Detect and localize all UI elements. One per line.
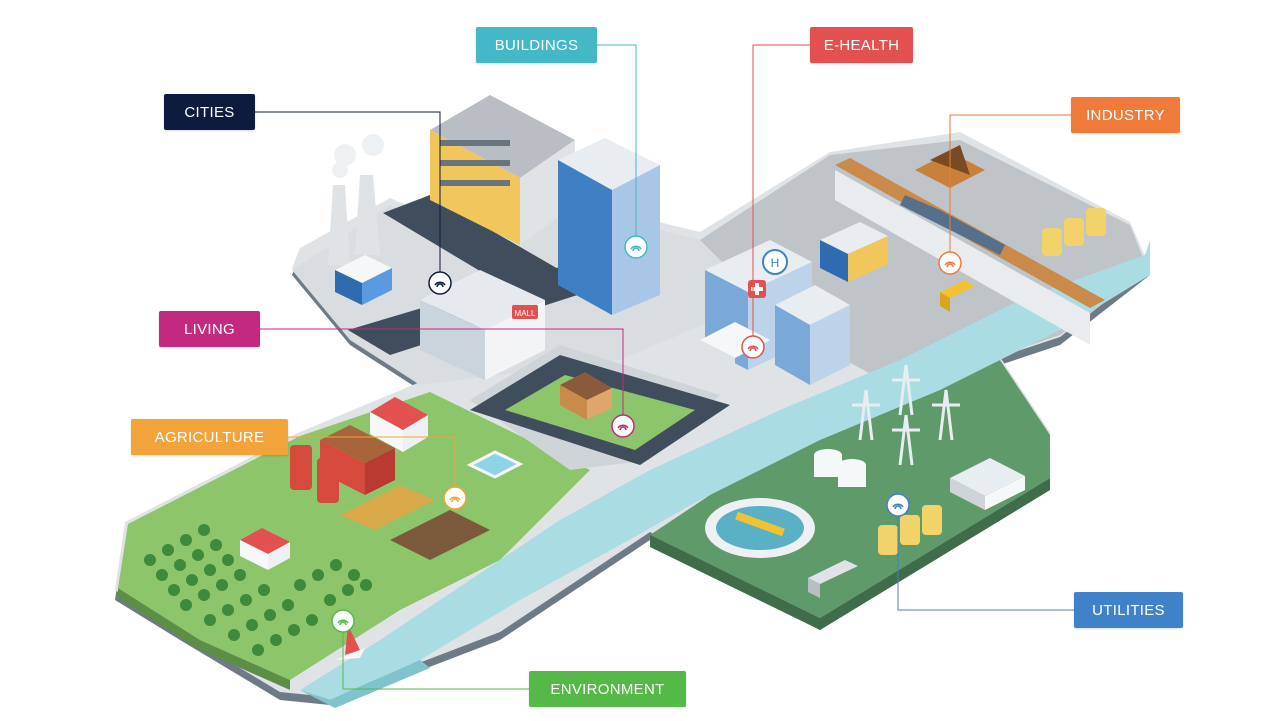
buildings-label[interactable]: BUILDINGS — [476, 27, 597, 63]
wifi-icon — [624, 235, 648, 259]
utilities-label[interactable]: UTILITIES — [1074, 592, 1183, 628]
train-bridge — [835, 158, 1105, 345]
river — [300, 240, 1150, 708]
ehealth-label[interactable]: E-HEALTH — [810, 27, 913, 63]
tanker-truck — [808, 560, 858, 598]
wifi-icon — [741, 335, 765, 359]
office-tower — [558, 138, 660, 315]
silos — [290, 445, 339, 503]
living-label[interactable]: LIVING — [159, 311, 260, 347]
wifi-icon — [443, 486, 467, 510]
wifi-icon — [938, 251, 962, 275]
connector-lines — [255, 44, 1074, 690]
utility-silos — [878, 505, 942, 555]
farmhouse — [370, 397, 428, 452]
wifi-icon — [428, 271, 452, 295]
utility-warehouse — [950, 458, 1025, 510]
truck-icon — [940, 280, 975, 312]
industry-tanks — [1042, 208, 1106, 256]
warehouse — [820, 222, 888, 282]
cities-label[interactable]: CITIES — [164, 94, 255, 130]
power-pylon-icon — [852, 389, 880, 441]
tree-icon — [144, 554, 156, 566]
pool — [466, 450, 524, 479]
wifi-icon — [611, 414, 635, 438]
industry-label[interactable]: INDUSTRY — [1071, 97, 1180, 133]
forest — [144, 524, 372, 656]
agriculture-label[interactable]: AGRICULTURE — [131, 419, 288, 455]
wifi-badges — [331, 235, 962, 633]
water-treatment — [705, 498, 815, 558]
wifi-icon — [331, 609, 355, 633]
factory-chimneys — [328, 134, 384, 265]
smart-home — [560, 372, 612, 420]
environment-label[interactable]: ENVIRONMENT — [529, 671, 686, 707]
crop-field — [340, 485, 490, 560]
cottage — [240, 528, 290, 570]
shop-kiosk — [335, 255, 392, 305]
train-icon — [900, 195, 1005, 255]
helipad-icon: H — [771, 256, 780, 270]
power-pylons — [852, 364, 960, 466]
wifi-icon — [886, 493, 910, 517]
mall-sign-icon: MALL — [515, 309, 536, 318]
barn — [320, 425, 395, 495]
storage-tank-icon — [1042, 228, 1062, 256]
utility-tanks — [814, 449, 866, 487]
